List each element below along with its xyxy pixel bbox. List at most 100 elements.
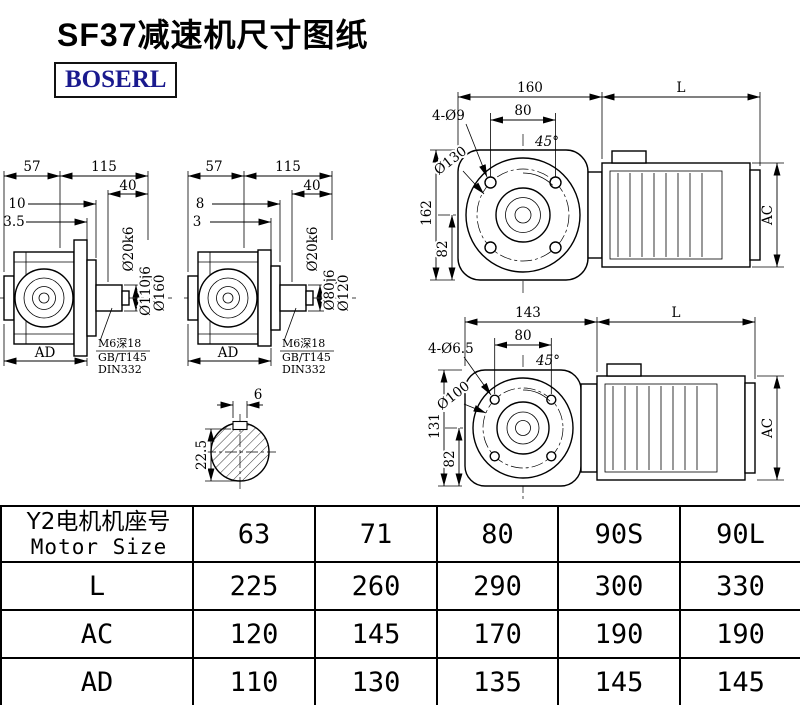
- motor-length-label: L: [672, 305, 681, 321]
- standard-note-2: DIN332: [98, 363, 142, 376]
- holes-count-label: 4-Ø6.5: [428, 341, 474, 357]
- size-col-header: 71: [314, 505, 438, 563]
- value-cell: 130: [314, 657, 438, 705]
- key-depth-label: 22.5: [194, 440, 210, 470]
- value-cell: 290: [436, 561, 559, 611]
- gearbox-housing: [187, 251, 259, 345]
- dim-80-label: 80: [514, 103, 531, 119]
- value-cell: 190: [557, 609, 681, 659]
- front-view-bottom: 143 L 80 4-Ø6.5 45° Ø100 131 82 AC: [425, 305, 784, 502]
- standard-note-1: GB/T145: [98, 351, 147, 364]
- table-row-AD: AD 110 130 135 145 145: [0, 657, 800, 705]
- dim-3p5-label: 3.5: [3, 214, 24, 230]
- dim-80-label: 80: [514, 328, 531, 344]
- dim-160-label: 160: [517, 80, 543, 96]
- technical-drawing: 57 115 40 10 3.5 Ø20k6 Ø110j6 Ø160 AD M6…: [0, 80, 784, 502]
- motor-size-header-cn: Y2电机机座号: [26, 509, 171, 535]
- dim-10-label: 10: [8, 196, 25, 212]
- flange-dia-label: Ø120: [336, 275, 352, 312]
- terminal-box: [606, 363, 642, 377]
- value-cell: 190: [679, 609, 800, 659]
- bolt-hole: [546, 394, 557, 405]
- bolt-hole: [489, 451, 500, 462]
- fan-cover: [749, 169, 761, 261]
- flange-dia-label: Ø160: [152, 275, 168, 312]
- thread-note: M6深18: [282, 337, 325, 350]
- dimension-table: Y2电机机座号 Motor Size 63 71 80 90S 90L L 22…: [0, 505, 800, 705]
- standard-note-2: DIN332: [282, 363, 326, 376]
- dimension-lines: [430, 92, 784, 281]
- dim-82-label: 82: [442, 450, 458, 467]
- motor-height-ac-label: AC: [760, 205, 776, 226]
- holes-count-label: 4-Ø9: [432, 108, 465, 124]
- value-cell: 145: [679, 657, 800, 705]
- dim-57-label: 57: [205, 159, 222, 175]
- front-view-top: 160 L 80 4-Ø9 45° Ø130 162 82 AC: [417, 80, 784, 296]
- motor-body: [580, 363, 756, 481]
- size-col-header: 63: [192, 505, 316, 563]
- dim-82-label: 82: [435, 240, 451, 257]
- keyway: [232, 420, 248, 431]
- bolt-hole: [549, 241, 562, 254]
- row-label-cell: AD: [0, 657, 194, 705]
- dim-162-label: 162: [419, 200, 435, 226]
- dimension-lines: [187, 171, 334, 366]
- shaft-dia-label: Ø20k6: [121, 226, 137, 271]
- value-cell: 260: [314, 561, 438, 611]
- angle-45-label: 45°: [534, 134, 559, 150]
- value-cell: 145: [314, 609, 438, 659]
- dim-3-label: 3: [193, 214, 202, 230]
- row-label-cell: L: [0, 561, 194, 611]
- motor-height-ac-label: AC: [760, 418, 776, 439]
- dim-8-label: 8: [196, 196, 205, 212]
- value-cell: 225: [192, 561, 316, 611]
- bolt-hole: [546, 451, 557, 462]
- input-flange: [73, 239, 97, 357]
- value-cell: 145: [557, 657, 681, 705]
- value-cell: 330: [679, 561, 800, 611]
- dim-115-label: 115: [91, 159, 117, 175]
- dim-40-label: 40: [119, 178, 136, 194]
- dim-131-label: 131: [427, 413, 443, 439]
- bolt-hole: [489, 394, 500, 405]
- key-width-label: 6: [254, 387, 263, 403]
- value-cell: 300: [557, 561, 681, 611]
- value-cell: 135: [436, 657, 559, 705]
- fan-cover: [744, 382, 756, 474]
- terminal-box: [611, 150, 647, 164]
- row-label-cell: AC: [0, 609, 194, 659]
- shaft-dia-label: Ø20k6: [305, 226, 321, 271]
- value-cell: 110: [192, 657, 316, 705]
- table-row-L: L 225 260 290 300 330: [0, 561, 800, 611]
- bolt-hole: [484, 176, 497, 189]
- page-title: SF37减速机尺寸图纸: [57, 17, 369, 53]
- side-view-1: 57 115 40 10 3.5 Ø20k6 Ø110j6 Ø160 AD M6…: [0, 159, 172, 376]
- spigot-dia-label: Ø80j6: [322, 269, 338, 310]
- dimension-lines: [205, 401, 263, 482]
- input-shaft: [95, 284, 130, 312]
- thread-note: M6深18: [98, 337, 141, 350]
- shaft-section-circle: [210, 422, 270, 482]
- table-row-AC: AC 120 145 170 190 190: [0, 609, 800, 659]
- dim-57-label: 57: [23, 159, 40, 175]
- dimension-lines: [3, 171, 150, 366]
- bolt-hole: [484, 241, 497, 254]
- ad-dim-label: AD: [34, 345, 56, 361]
- mounting-flange: [457, 149, 589, 281]
- angle-45-label: 45°: [535, 353, 560, 369]
- gearbox-housing: [3, 251, 75, 345]
- side-view-2: 57 115 40 8 3 Ø20k6 Ø80j6 Ø120 AD M6深18 …: [184, 159, 356, 376]
- shaft-section: 6 22.5: [192, 387, 276, 490]
- mounting-flange: [464, 369, 582, 487]
- size-col-header: 90L: [679, 505, 800, 563]
- dim-143-label: 143: [515, 305, 541, 321]
- value-cell: 120: [192, 609, 316, 659]
- dim-115-label: 115: [275, 159, 301, 175]
- motor-size-header-en: Motor Size: [30, 535, 168, 559]
- bolt-hole: [549, 176, 562, 189]
- size-col-header: 80: [436, 505, 559, 563]
- ad-dim-label: AD: [217, 345, 239, 361]
- motor-length-label: L: [677, 80, 686, 96]
- dim-40-label: 40: [303, 178, 320, 194]
